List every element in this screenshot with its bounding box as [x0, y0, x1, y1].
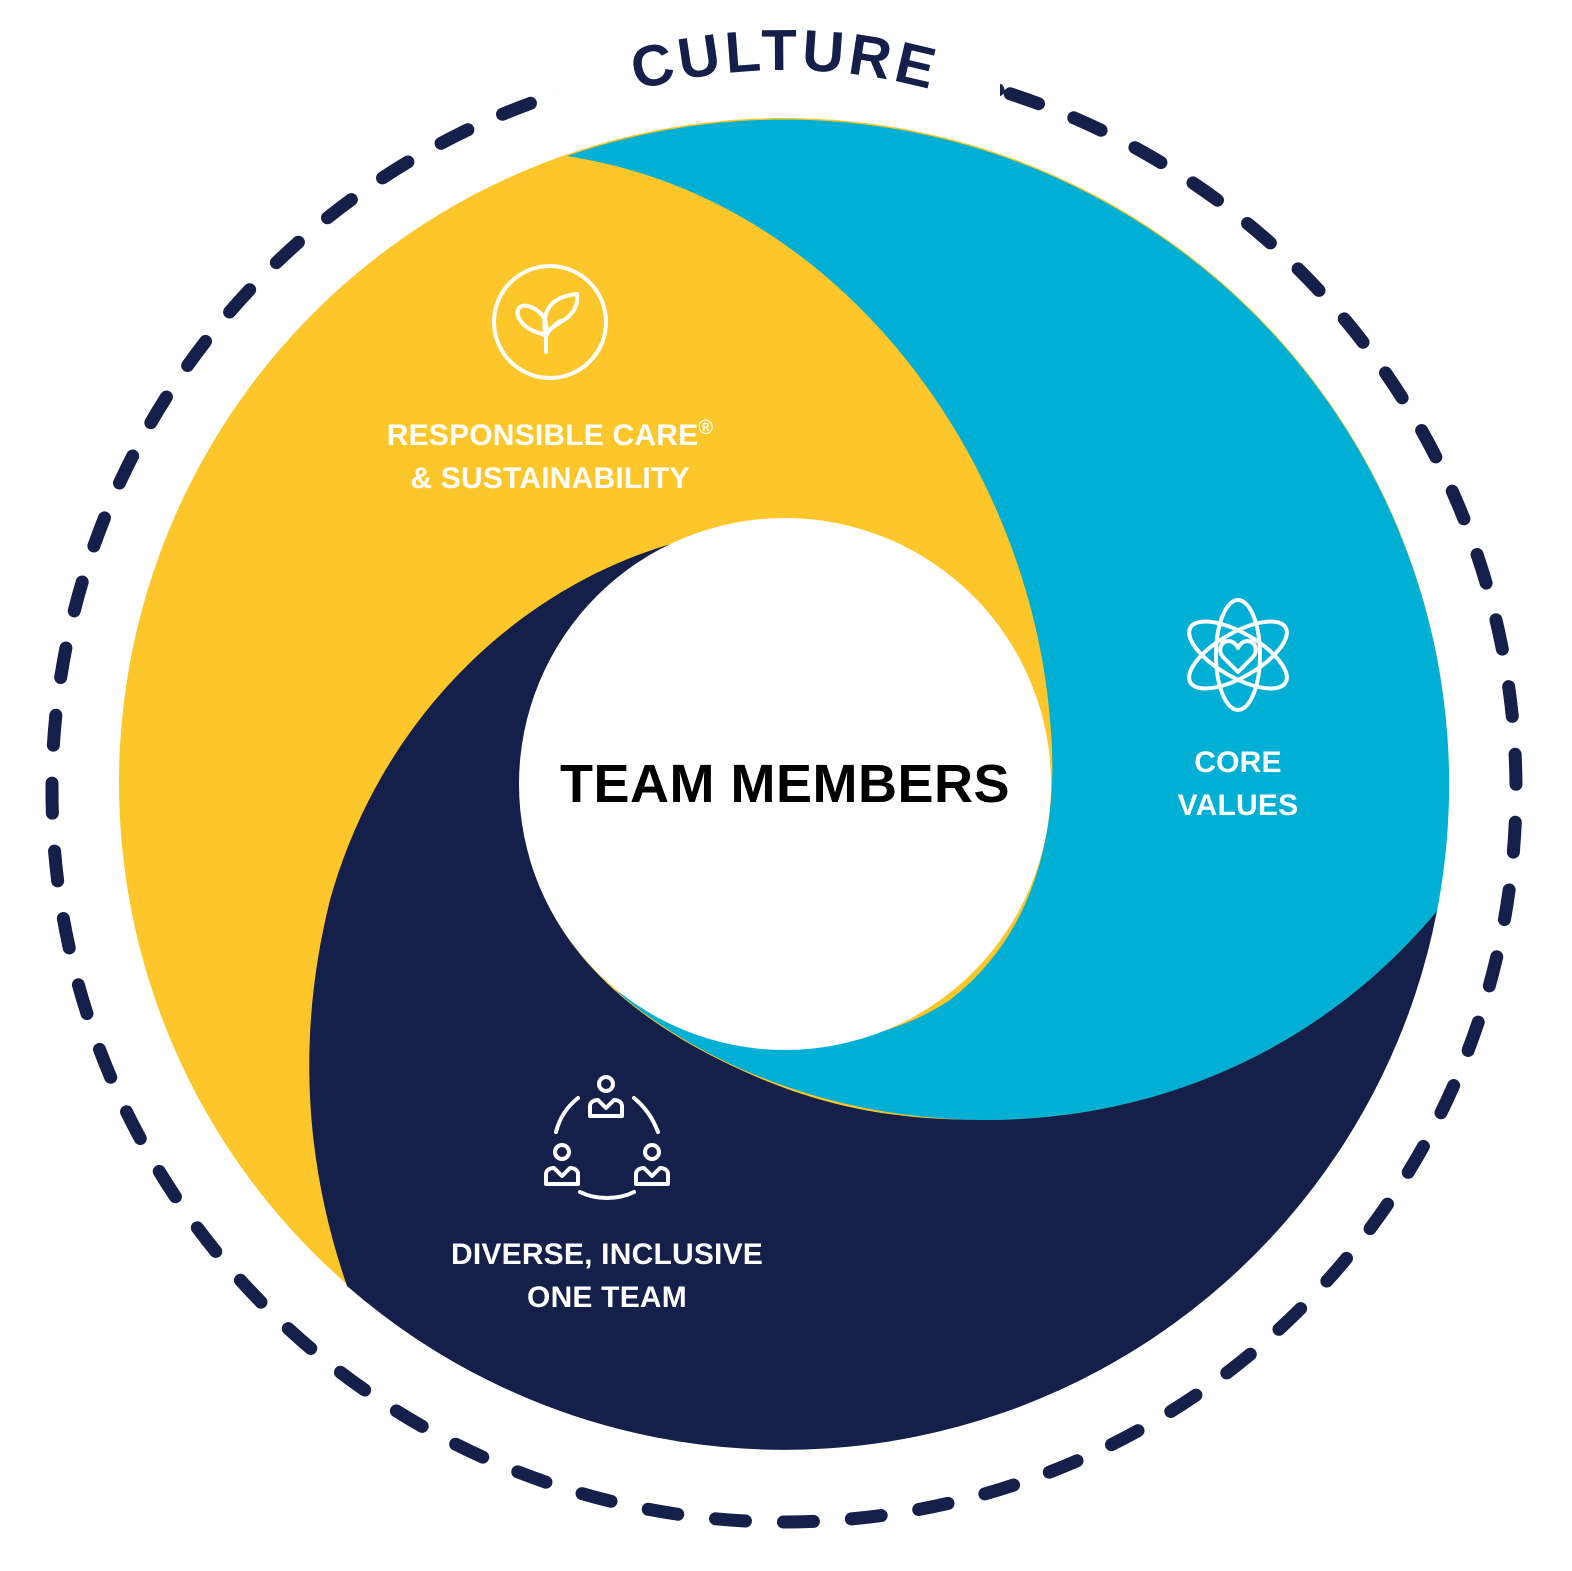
label-line: DIVERSE, INCLUSIVE: [451, 1238, 763, 1271]
center-circle: [519, 518, 1051, 1050]
sprout-leaf-icon: [492, 264, 608, 380]
center-label: TEAM MEMBERS: [560, 754, 1010, 814]
label-line: ONE TEAM: [527, 1281, 687, 1314]
segment-label-core-values: CORE VALUES: [1150, 741, 1326, 827]
registered-mark: ®: [698, 417, 714, 439]
team-circle-icon: [544, 1075, 670, 1200]
atom-heart-icon: [1187, 598, 1289, 712]
label-line: & SUSTAINABILITY: [410, 462, 690, 495]
segment-label-responsible-care: RESPONSIBLE CARE® & SUSTAINABILITY: [382, 414, 718, 500]
segment-diverse-inclusive: [309, 538, 1437, 1450]
segment-core-values: [567, 119, 1450, 1121]
label-line: VALUES: [1177, 789, 1299, 822]
segment-label-diverse-inclusive: DIVERSE, INCLUSIVE ONE TEAM: [432, 1233, 782, 1319]
title-gap: [560, 30, 1000, 110]
diagram-title: CULTURE: [625, 18, 946, 103]
label-line: CORE: [1194, 746, 1282, 779]
label-line: RESPONSIBLE CARE: [386, 419, 699, 452]
